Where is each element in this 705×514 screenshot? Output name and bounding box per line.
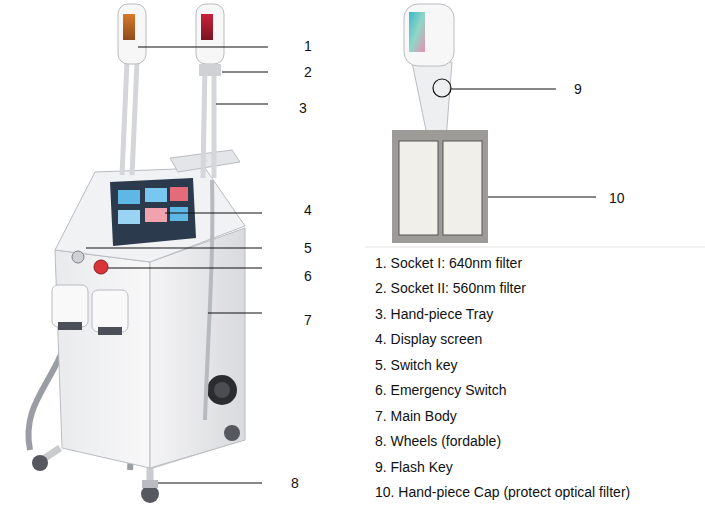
callout-number: 6 (304, 267, 312, 285)
callout-number: 9 (574, 80, 582, 98)
part-list-item: 4. Display screen (375, 330, 482, 348)
list-border (365, 247, 705, 248)
part-list-item: 9. Flash Key (375, 458, 453, 476)
machine (28, 4, 245, 503)
callout-number: 5 (304, 239, 312, 257)
callout-number: 4 (304, 201, 312, 219)
hand-piece-illustration (404, 4, 454, 140)
hand-piece-cap (392, 130, 488, 243)
callout-number: 7 (304, 311, 312, 329)
part-list-item: 7. Main Body (375, 407, 457, 425)
callout-number: 3 (299, 99, 307, 117)
callout-number: 10 (609, 189, 625, 207)
part-list-item: 2. Socket II: 560nm filter (375, 279, 526, 297)
leader-lines (86, 47, 596, 483)
callout-number: 2 (304, 63, 312, 81)
part-list-item: 3. Hand-piece Tray (375, 305, 493, 323)
part-list-item: 6. Emergency Switch (375, 381, 507, 399)
part-list-item: 5. Switch key (375, 356, 457, 374)
part-list-item: 8. Wheels (fordable) (375, 432, 501, 450)
part-list-item: 1. Socket I: 640nm filter (375, 254, 522, 272)
part-list-item: 10. Hand-piece Cap (protect optical filt… (375, 483, 630, 501)
callout-number: 1 (304, 37, 312, 55)
callout-number: 8 (291, 474, 299, 492)
